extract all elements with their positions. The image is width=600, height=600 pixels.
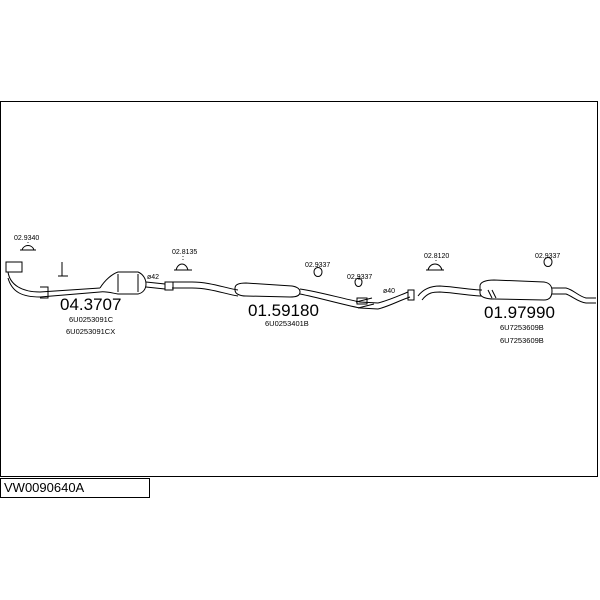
accessory-icons [20, 245, 553, 305]
rear-pipe-with-silencer [417, 279, 596, 304]
part-ref: 6U0253401B [265, 319, 309, 328]
front-pipe-with-catalyst [5, 261, 166, 299]
diagram-frame [0, 101, 598, 477]
part-number: 01.97990 [484, 303, 555, 322]
part-labels: 04.3707 6U0253091C 6U0253091CX 01.59180 … [60, 295, 555, 345]
accessory-label: 02.9337 [535, 253, 560, 260]
diameter-label: ø40 [383, 288, 395, 295]
diameter-label: ø42 [147, 274, 159, 281]
part-ref: 6U7253609B [500, 323, 544, 332]
part-ref: 6U0253091CX [66, 327, 115, 336]
part-ref: 6U7253609B [500, 336, 544, 345]
part-ref: 6U0253091C [69, 315, 114, 324]
leader-lines [27, 242, 549, 280]
accessory-labels: 02.9340 02.8135 02.9337 02.9337 02.8120 … [14, 235, 560, 281]
accessory-label: 02.9340 [14, 235, 39, 242]
middle-pipe-with-silencer [172, 281, 411, 310]
accessory-label: 02.8135 [172, 249, 197, 256]
part-number: 01.59180 [248, 301, 319, 320]
part-number: 04.3707 [60, 295, 121, 314]
accessory-label: 02.9337 [347, 274, 372, 281]
accessory-label: 02.9337 [305, 262, 330, 269]
diagram-code: VW0090640A [0, 478, 150, 498]
accessory-label: 02.8120 [424, 253, 449, 260]
